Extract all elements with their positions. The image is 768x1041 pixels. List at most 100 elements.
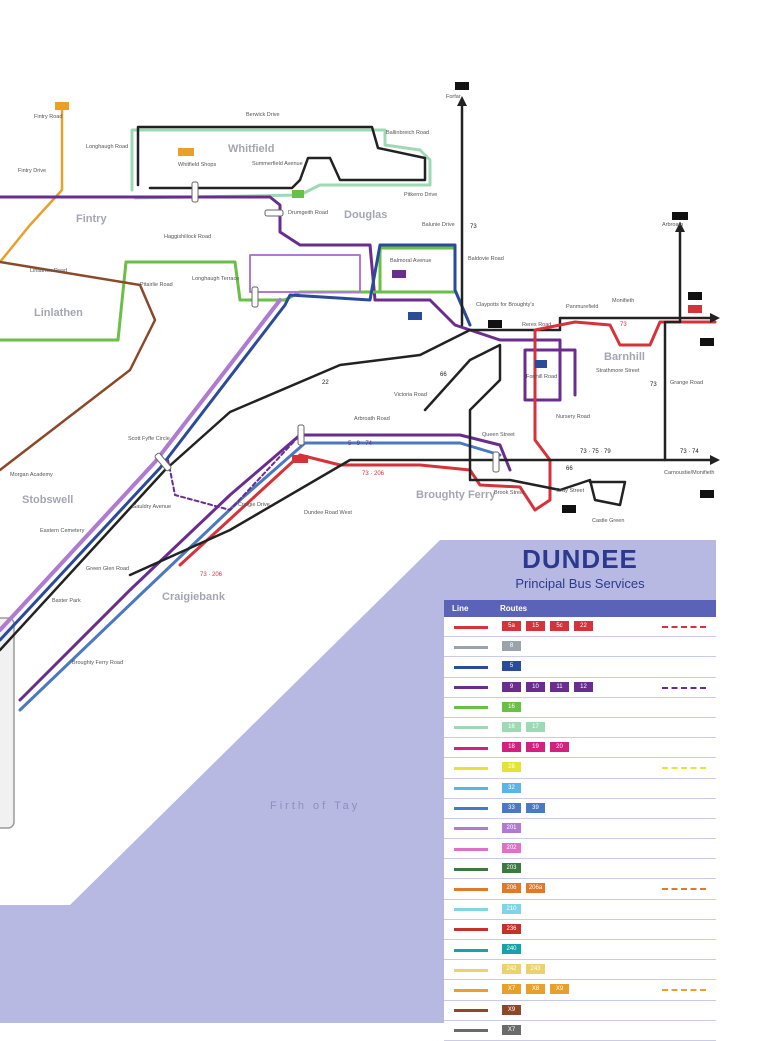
route-tag xyxy=(562,505,576,513)
area-label: Broughty Ferry xyxy=(416,489,496,501)
legend-extra-dash xyxy=(662,989,706,992)
stop-marker xyxy=(297,424,305,446)
legend-line-swatch xyxy=(454,726,488,730)
stop-label: Scott Fyffe Circle xyxy=(128,436,170,442)
area-labels: Whitfield Douglas Fintry Linlathen Barnh… xyxy=(22,143,645,603)
legend-route-badges: 236 xyxy=(502,923,521,934)
route-red xyxy=(178,320,717,567)
route-badge: 20 xyxy=(550,742,569,753)
route-black-whitfield xyxy=(136,125,427,190)
map-subtitle: Principal Bus Services xyxy=(515,576,645,591)
area-label: Stobswell xyxy=(22,494,73,506)
route-numbers: 66 xyxy=(566,466,573,472)
area-label: Barnhill xyxy=(604,351,645,363)
stop-labels: Forfar Arbroath Fintry Road Berwick Driv… xyxy=(10,94,714,666)
route-tag xyxy=(688,292,702,300)
stop-label: Green Glen Road xyxy=(86,566,129,572)
route-tag xyxy=(672,212,688,220)
legend-row: 202 xyxy=(444,839,716,860)
route-numbers: 73 · 75 · 79 xyxy=(580,449,611,455)
route-tag xyxy=(455,82,469,90)
route-tag xyxy=(178,148,194,156)
stop-marker xyxy=(251,286,259,308)
stop-label: Carnoustie/Monifieth xyxy=(664,470,714,476)
route-numbers: 73 · 74 xyxy=(680,449,699,455)
stop-label: Summerfield Avenue xyxy=(252,161,303,167)
route-magenta xyxy=(249,254,361,293)
stop-label: Berwick Drive xyxy=(246,112,280,118)
route-lilac xyxy=(0,298,282,632)
stop-label: Victoria Road xyxy=(394,392,427,398)
area-label: Whitfield xyxy=(228,143,274,155)
legend-line-swatch xyxy=(454,1009,488,1013)
legend-line-swatch xyxy=(454,686,488,690)
stop-label: Fintry Drive xyxy=(18,168,46,174)
area-label: Douglas xyxy=(344,209,387,221)
stop-label: Baldovie Road xyxy=(468,256,504,262)
area-label: Craigiebank xyxy=(162,591,226,603)
route-badge: 201 xyxy=(502,822,521,833)
legend-route-badges: X7 xyxy=(502,1024,521,1035)
stop-label: Longhaugh Road xyxy=(86,144,128,150)
legend-route-badges: 28 xyxy=(502,762,521,773)
arrow-east-1 xyxy=(710,313,720,323)
legend-row: 5 xyxy=(444,657,716,678)
legend-line-swatch xyxy=(454,948,488,952)
legend-col-line: Line xyxy=(452,604,469,613)
arrow-east-2 xyxy=(710,455,720,465)
stop-marker xyxy=(492,451,500,473)
route-badge: 32 xyxy=(502,782,521,793)
stop-label: Claypotts for Broughty's xyxy=(476,302,534,308)
route-badge: 206a xyxy=(526,883,545,894)
route-badge: 17 xyxy=(526,721,545,732)
route-black-loop xyxy=(423,343,627,507)
legend-route-badges: 202 xyxy=(502,843,521,854)
route-badge: 12 xyxy=(574,681,593,692)
route-tag xyxy=(292,455,308,463)
route-numbers: 73 · 206 xyxy=(200,572,223,578)
legend-row: 8 xyxy=(444,637,716,658)
stop-marker xyxy=(264,209,284,217)
legend-route-badges: X9 xyxy=(502,1004,521,1015)
route-numbers: 73 · 206 xyxy=(362,471,385,477)
route-tags xyxy=(55,82,714,513)
stop-label: Eastern Cemetery xyxy=(40,528,85,534)
route-arbroath-spur xyxy=(663,226,682,462)
stop-label: Reres Road xyxy=(522,322,551,328)
route-numbers: 73 xyxy=(620,322,627,328)
route-badge: X9 xyxy=(502,1004,521,1015)
legend-line-swatch xyxy=(454,645,488,649)
legend-line-swatch xyxy=(454,625,488,629)
arrow-arbroath xyxy=(675,222,685,232)
legend-line-swatch xyxy=(454,665,488,669)
route-black-lower xyxy=(128,458,717,577)
legend-extra-dash xyxy=(662,888,706,891)
route-badge: 19 xyxy=(526,742,545,753)
stop-marker xyxy=(154,452,172,472)
legend-line-swatch xyxy=(454,807,488,811)
route-badge: 5c xyxy=(550,621,569,631)
stop-label: Ballinbreich Road xyxy=(386,130,429,136)
inset-frame xyxy=(0,617,15,829)
route-tag xyxy=(392,270,406,278)
stop-label: Forthill Road xyxy=(526,374,557,380)
route-tag xyxy=(55,102,69,110)
route-numbers: 66 xyxy=(440,372,447,378)
legend-route-badges: 5 xyxy=(502,661,521,672)
stop-label: Arbroath Road xyxy=(354,416,390,422)
legend-line-swatch xyxy=(454,928,488,932)
legend-line-swatch xyxy=(454,887,488,891)
stop-label: Haggishillock Road xyxy=(164,234,211,240)
route-badge: 5a xyxy=(502,621,521,631)
stop-label: Pitairlie Road xyxy=(140,282,173,288)
route-tag xyxy=(688,305,702,313)
legend-route-badges: 32 xyxy=(502,782,521,793)
route-numbers: 73 xyxy=(470,224,477,230)
